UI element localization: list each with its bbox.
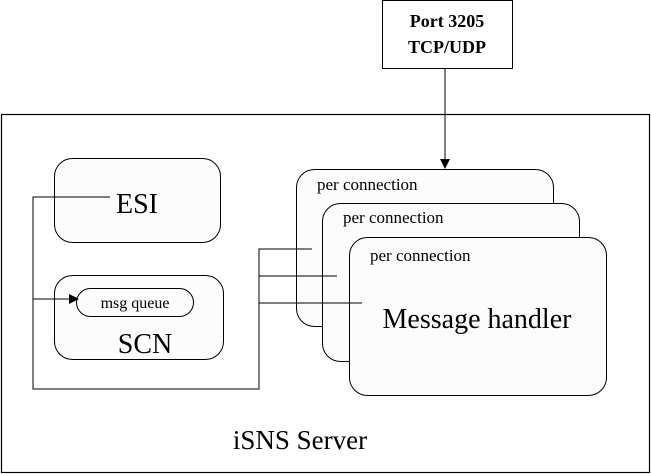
connection-box-3: per connection Message handler	[349, 237, 607, 396]
port-label: Port 3205	[410, 11, 484, 31]
connection-label-1: per connection	[317, 175, 418, 194]
port-box: Port 3205 TCP/UDP	[382, 0, 513, 69]
esi-box: ESI	[54, 158, 221, 243]
msg-queue-label: msg queue	[101, 295, 170, 312]
connection-label-2: per connection	[343, 208, 444, 227]
connector-lines	[32, 196, 362, 390]
scn-box: msg queue SCN	[54, 275, 224, 360]
scn-label: SCN	[118, 329, 172, 360]
server-label: iSNS Server	[233, 425, 367, 455]
esi-label: ESI	[116, 189, 158, 220]
connection-label-3: per connection	[370, 246, 471, 265]
esi-loop-line	[32, 196, 312, 390]
message-handler-label: Message handler	[383, 304, 573, 335]
protocol-label: TCP/UDP	[408, 37, 486, 57]
